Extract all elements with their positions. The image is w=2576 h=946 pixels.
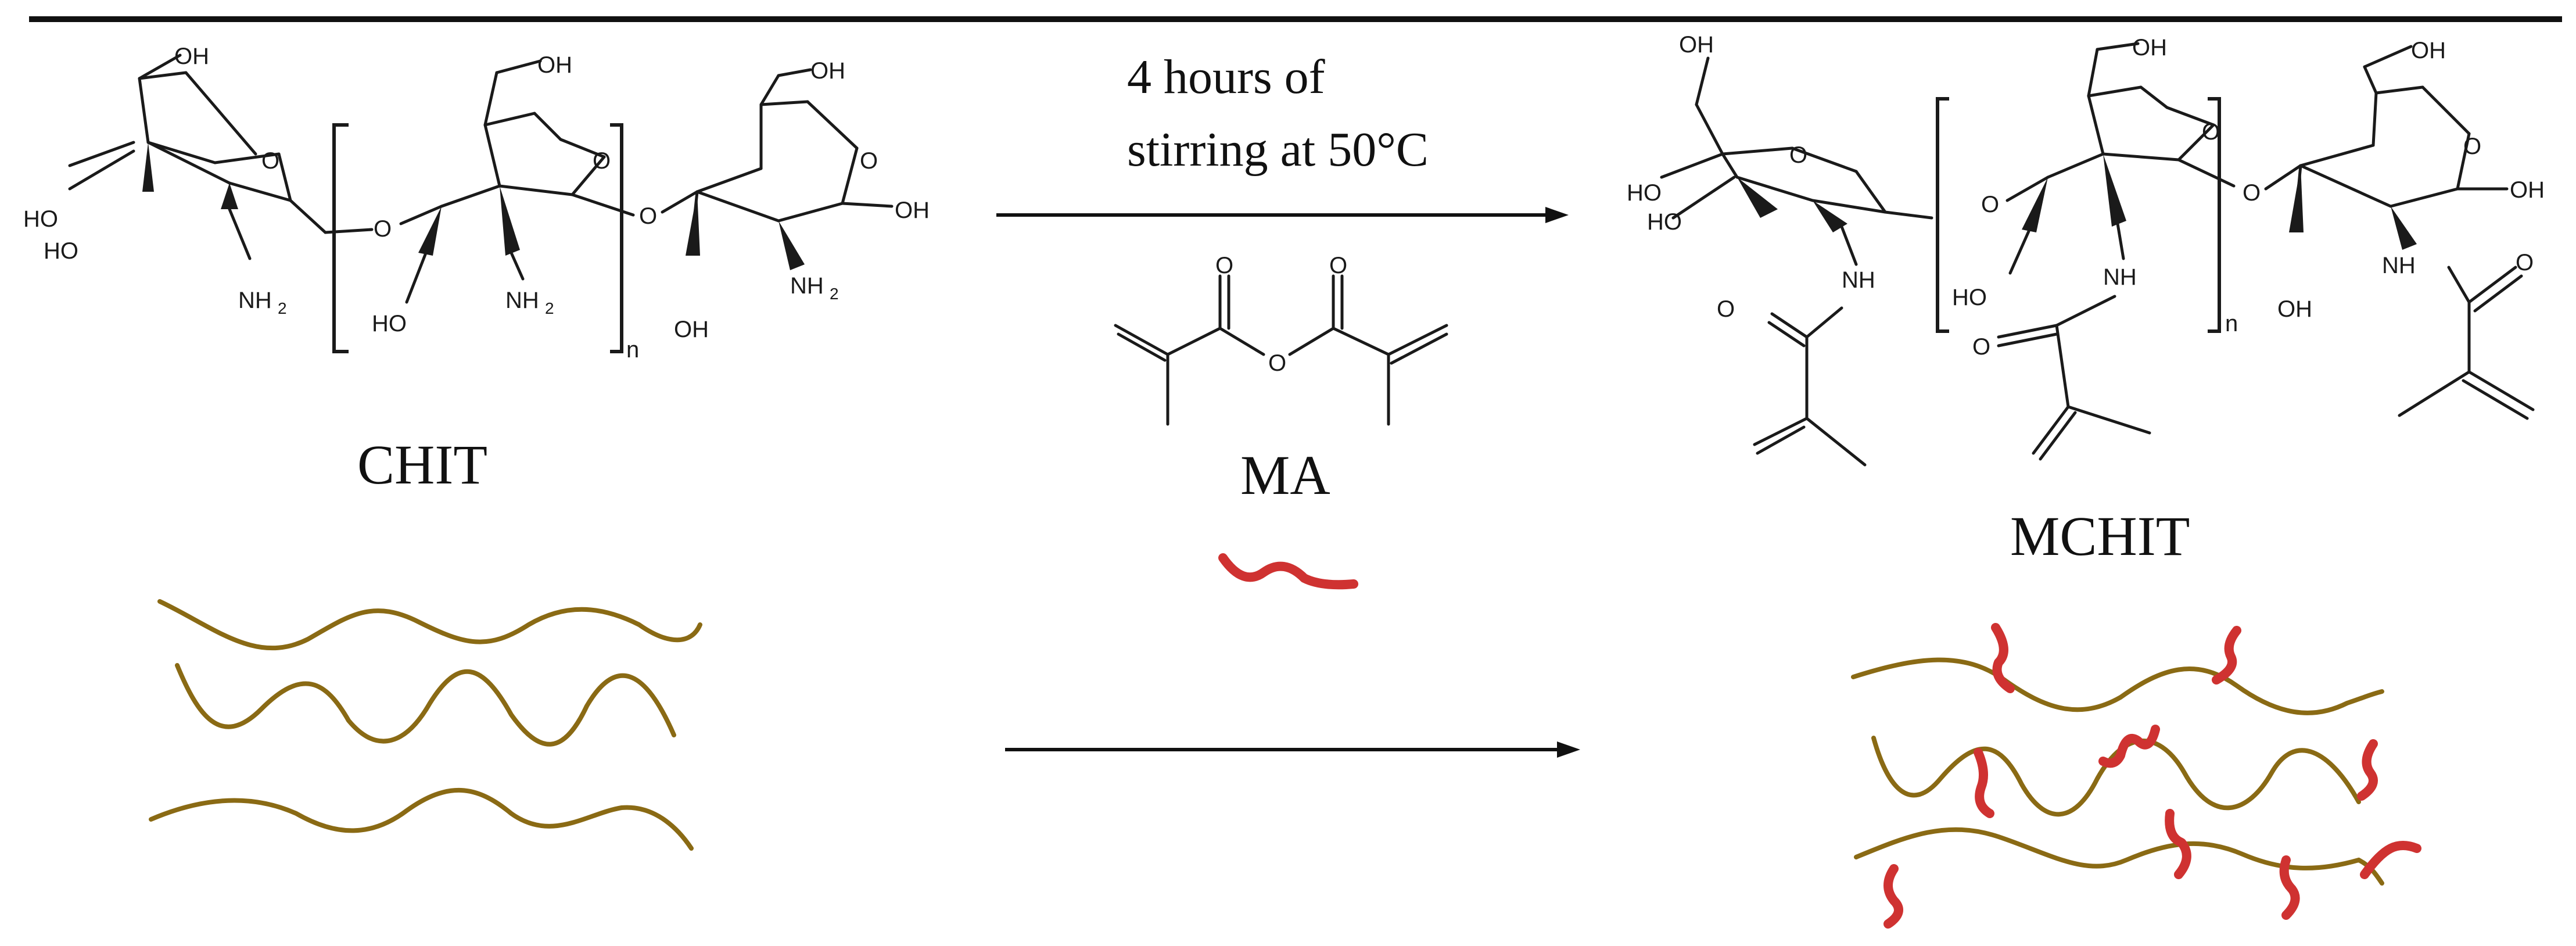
atom-carbonyl-o: O (2516, 250, 2534, 275)
atom-ho: HO (44, 238, 78, 264)
methacrylate-graft (2212, 626, 2241, 685)
atom-ho: HO (1952, 285, 1987, 310)
atom-oh: OH (174, 44, 209, 69)
top-rule (29, 16, 2562, 22)
repeat-bracket-right (2208, 97, 2221, 333)
chitosan-unit-1: OH O HO HO NH 2 (23, 44, 327, 317)
atom-oh: OH (2510, 177, 2545, 203)
repeat-bracket-left (332, 123, 349, 353)
reaction-arrow-bottom (1005, 741, 1580, 758)
atom-ho: HO (1627, 180, 1662, 206)
atom-ring-o: O (2202, 119, 2220, 145)
chitosan-chain (149, 787, 694, 851)
atom-nh: NH (2103, 264, 2137, 290)
atom-nh2-subscript: 2 (278, 299, 287, 317)
atom-ho: HO (23, 206, 58, 232)
atom-oh: OH (2277, 296, 2312, 322)
methacrylate-graft (1974, 748, 1994, 818)
chitosan-chain (157, 599, 702, 651)
methacrylate-graft (2279, 855, 2300, 920)
atom-oh: OH (537, 52, 572, 78)
methacrylic-anhydride-structure: O O O (1114, 253, 1448, 426)
atom-ring-o: O (860, 148, 878, 174)
atom-carbonyl-o: O (1215, 253, 1233, 278)
reactant-label: CHIT (357, 433, 487, 496)
atom-nh2-subscript: 2 (545, 299, 554, 317)
atom-glycosidic-o: O (1981, 192, 1999, 217)
chitosan-chain (1851, 657, 2384, 715)
atom-oh: OH (810, 58, 845, 84)
atom-bridging-o: O (1268, 350, 1286, 376)
mchitosan-unit-3: OH O OH OH NH O (2277, 38, 2545, 420)
atom-nh2: NH (238, 288, 272, 313)
atom-ring-o: O (1789, 142, 1807, 168)
reaction-arrow-top (996, 207, 1569, 223)
methacrylate-graft (1883, 864, 1903, 929)
atom-ring-o: O (261, 148, 279, 174)
chitosan-chain (1854, 827, 2384, 886)
atom-ring-o: O (2463, 134, 2481, 159)
atom-ring-o: O (593, 148, 611, 174)
atom-oh: OH (2411, 38, 2446, 63)
atom-glycosidic-o: O (639, 203, 657, 229)
atom-oh: OH (674, 317, 709, 342)
repeat-bracket-right (610, 123, 623, 353)
atom-nh2: NH (505, 288, 539, 313)
chitosan-unit-3: OH O OH OH NH 2 (674, 58, 930, 342)
atom-nh2-subscript: 2 (830, 285, 839, 303)
methacrylate-graft (2357, 739, 2378, 801)
product-label: MCHIT (2010, 505, 2190, 567)
atom-nh: NH (1842, 267, 1875, 293)
chitosan-unit-2: OH O HO NH 2 (372, 52, 635, 336)
atom-oh: OH (2132, 35, 2167, 60)
atom-carbonyl-o: O (1717, 296, 1735, 322)
condition-line-1: 4 hours of (1127, 50, 1325, 104)
mchitosan-unit-1: OH O HO HO NH O (1627, 32, 1933, 467)
condition-line-2: stirring at 50°C (1127, 123, 1429, 177)
chitosan-chain (1871, 736, 2361, 817)
atom-oh: OH (1679, 32, 1714, 58)
reagent-label: MA (1240, 444, 1330, 506)
mchitosan-unit-2: OH O HO NH O (1952, 35, 2236, 461)
atom-glycosidic-o: O (374, 216, 392, 242)
methacrylate-graft (2098, 725, 2160, 768)
chitosan-structure: OH O HO HO NH 2 O OH (23, 44, 930, 363)
methacrylate-graft (2360, 841, 2421, 879)
methacrylate-graft (1991, 623, 2015, 693)
repeat-bracket-left (1936, 97, 1949, 333)
atom-ho: HO (1647, 209, 1682, 235)
atom-ho: HO (372, 311, 407, 336)
atom-nh: NH (2382, 253, 2416, 278)
chitosan-chain (175, 663, 676, 747)
atom-carbonyl-o: O (1972, 334, 1990, 360)
methacrylated-chitosan-structure: OH O HO HO NH O O (1627, 32, 2545, 467)
methacrylated-chains-cartoon (1851, 623, 2421, 929)
repeat-index: n (626, 337, 639, 363)
atom-carbonyl-o: O (1329, 253, 1347, 278)
methacrylate-graft-legend (1218, 553, 1358, 590)
atom-oh: OH (895, 198, 930, 223)
methacrylate-graft (2165, 809, 2191, 879)
repeat-index: n (2225, 311, 2238, 336)
chitosan-chains-cartoon (149, 599, 702, 851)
atom-nh2: NH (790, 273, 824, 299)
atom-glycosidic-o: O (2243, 180, 2261, 206)
